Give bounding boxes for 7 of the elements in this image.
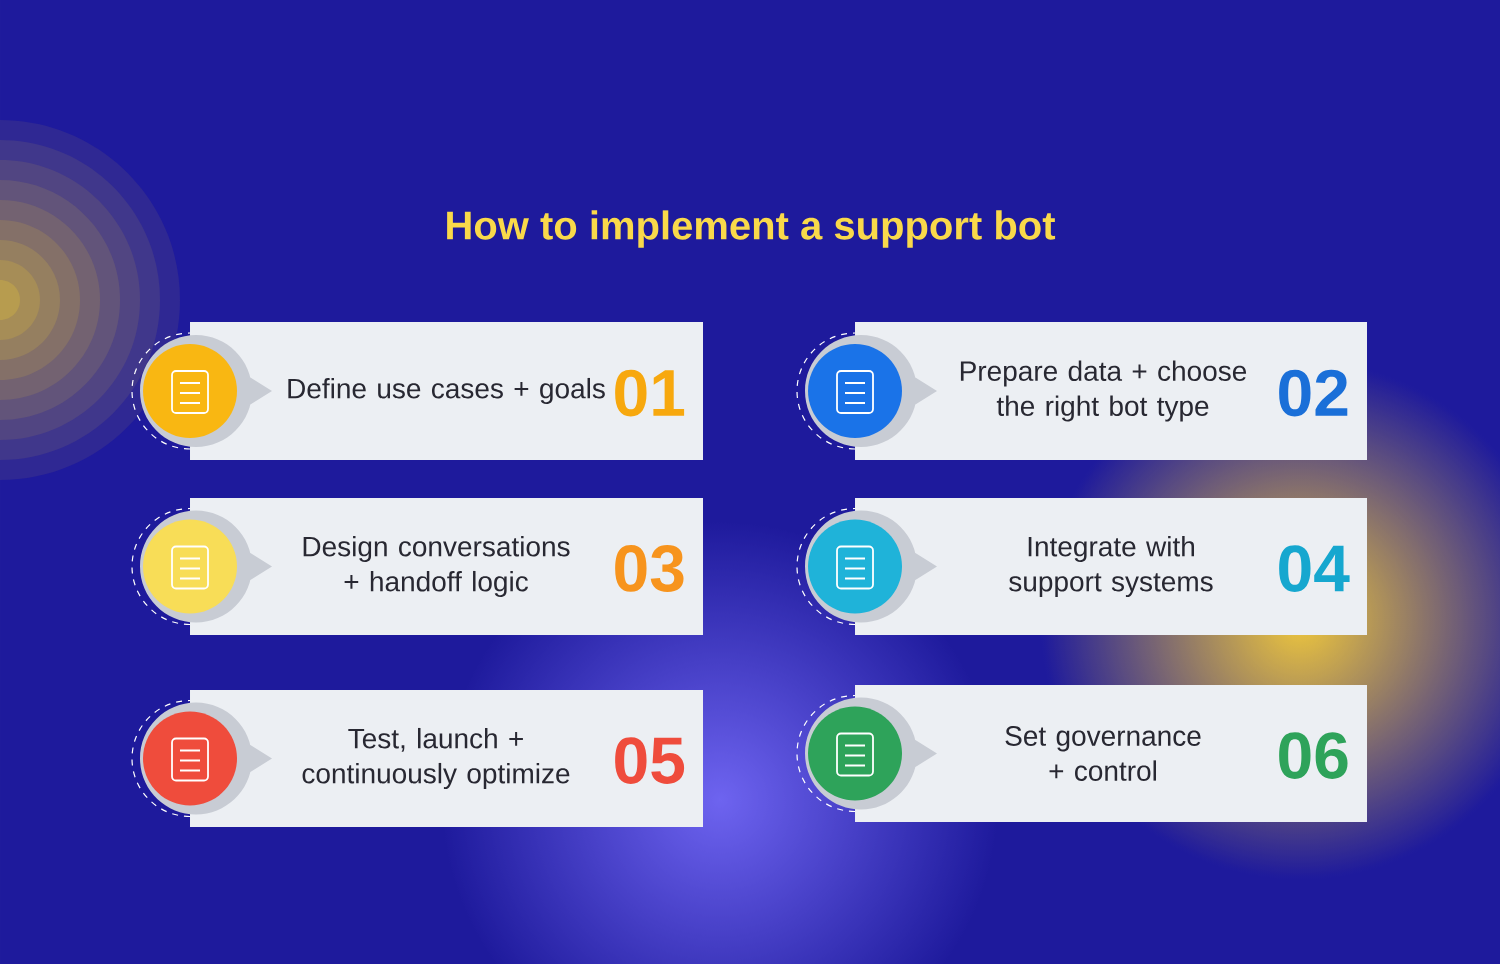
step-card: Integrate with support systems 04 <box>796 498 1367 635</box>
step-card: Design conversations + handoff logic 03 <box>131 498 703 635</box>
step-card: Define use cases + goals 01 <box>131 322 703 460</box>
step-card: Set governance + control 06 <box>796 685 1367 822</box>
title: How to implement a support bot <box>447 210 1056 248</box>
step-card: Test, launch + continuously optimize 05 <box>131 690 703 827</box>
step-card: Prepare data + choose the right bot type 02 <box>796 322 1367 460</box>
